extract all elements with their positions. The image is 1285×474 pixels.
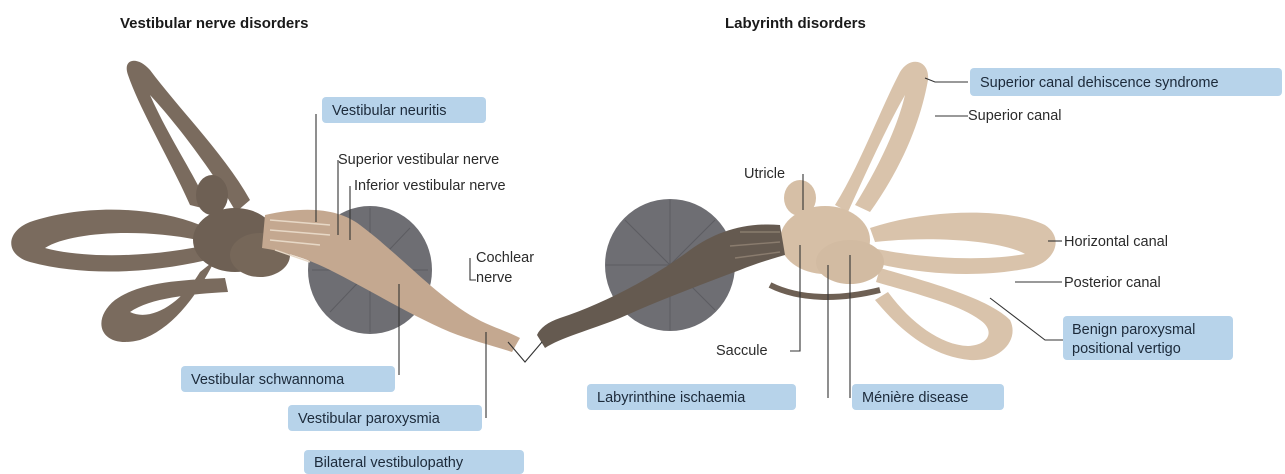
box-vestibular-paroxysmia: Vestibular paroxysmia [288, 405, 482, 431]
text-superior-canal-dehiscence: Superior canal dehiscence syndrome [980, 75, 1219, 91]
text-meniere: Ménière disease [862, 390, 968, 406]
label-superior-vestibular-nerve: Superior vestibular nerve [338, 152, 499, 168]
text-vestibular-paroxysmia: Vestibular paroxysmia [298, 411, 441, 427]
leader-superior-canal-dehiscence [925, 78, 968, 82]
text-bilateral-vestibulopathy: Bilateral vestibulopathy [314, 455, 464, 471]
text-bppv-line2: positional vertigo [1072, 341, 1181, 357]
box-vestibular-neuritis: Vestibular neuritis [322, 97, 486, 123]
label-inferior-vestibular-nerve: Inferior vestibular nerve [354, 178, 506, 194]
label-saccule: Saccule [716, 343, 768, 359]
label-superior-canal: Superior canal [968, 108, 1062, 124]
label-cochlear-nerve-line2: nerve [476, 270, 512, 286]
label-posterior-canal: Posterior canal [1064, 275, 1161, 291]
box-bilateral-vestibulopathy: Bilateral vestibulopathy [304, 450, 524, 474]
box-vestibular-schwannoma: Vestibular schwannoma [181, 366, 395, 392]
text-vestibular-schwannoma: Vestibular schwannoma [191, 372, 345, 388]
text-vestibular-neuritis: Vestibular neuritis [332, 103, 446, 119]
box-bppv: Benign paroxysmal positional vertigo [1063, 316, 1233, 360]
text-bppv-line1: Benign paroxysmal [1072, 322, 1195, 338]
label-cochlear-nerve-line1: Cochlear [476, 250, 534, 266]
left-heading: Vestibular nerve disorders [120, 15, 308, 32]
label-utricle: Utricle [744, 166, 785, 182]
label-horizontal-canal: Horizontal canal [1064, 234, 1168, 250]
box-meniere: Ménière disease [852, 384, 1004, 410]
box-labyrinthine-ischaemia: Labyrinthine ischaemia [587, 384, 796, 410]
right-labyrinth [780, 62, 1056, 360]
text-labyrinthine-ischaemia: Labyrinthine ischaemia [597, 390, 746, 406]
left-labyrinth [11, 61, 290, 342]
right-heading: Labyrinth disorders [725, 15, 866, 32]
box-superior-canal-dehiscence: Superior canal dehiscence syndrome [970, 68, 1282, 96]
